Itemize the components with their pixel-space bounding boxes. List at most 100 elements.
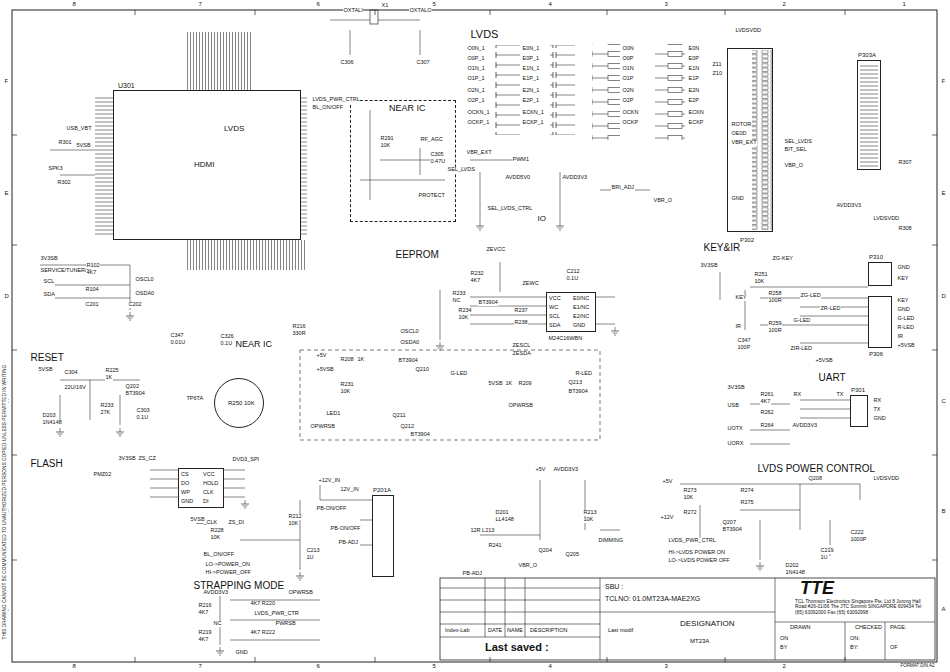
signal-label: G-LED	[450, 371, 468, 377]
signal-label: SCL	[43, 279, 55, 285]
signal-label: E2N	[688, 88, 700, 94]
signal-label: KEY&IR	[703, 243, 741, 253]
signal-label: Q205	[565, 552, 579, 558]
signal-label: AVDD3V3	[836, 203, 862, 209]
signal-label: R102	[86, 263, 100, 269]
signal-label: M24C16WBN	[548, 336, 583, 342]
zone-marker: 7	[198, 1, 202, 7]
signal-label: O1N_1	[467, 66, 485, 72]
signal-label: R231	[340, 382, 354, 388]
signal-label: R232	[470, 271, 484, 277]
signal-label: PB-ON/OFF	[330, 526, 361, 532]
signal-label: UORX	[727, 441, 744, 447]
signal-label: LVDS_PWR_CTRL	[312, 97, 360, 103]
signal-label: LVDS_PWR_CTRL	[668, 538, 716, 544]
signal-label: R275	[740, 500, 754, 506]
signal-label: E0P_1	[522, 56, 540, 62]
component-box: P303A	[857, 60, 881, 170]
signal-label: NEAR IC	[235, 340, 273, 349]
signal-label: O2N	[622, 88, 634, 94]
signal-label: LO->POWER_ON	[205, 562, 250, 568]
signal-label: BL_ON/OFF	[312, 105, 344, 111]
component-text: LVDS	[224, 125, 244, 133]
signal-label: OXTALO	[409, 8, 432, 14]
signal-label: G-LED	[793, 318, 811, 324]
signal-label: ECKN_1	[522, 110, 544, 116]
signal-label: LVDS	[470, 29, 499, 40]
component-text: ON	[780, 636, 788, 642]
component-box: P301	[850, 395, 868, 427]
signal-label: Q207	[722, 520, 736, 526]
signal-label: C303	[136, 408, 150, 414]
signal-label: OCKP_1	[467, 120, 490, 126]
signal-label: 10K	[458, 315, 469, 321]
signal-label: OCKP	[622, 120, 639, 126]
zone-marker: 4	[548, 663, 552, 669]
signal-label: HI->LVDS POWER ON	[668, 550, 726, 556]
zone-marker: F	[4, 78, 9, 84]
signal-label: O1P_1	[467, 76, 485, 82]
signal-label: UART	[818, 373, 846, 383]
signal-label: R228	[210, 528, 224, 534]
signal-label: O0P_1	[467, 56, 485, 62]
signal-label: LVDS POWER CONTROL	[757, 464, 876, 474]
signal-label: 12R L213	[470, 528, 495, 534]
signal-label: 10K	[754, 279, 765, 285]
zone-marker: E	[4, 190, 9, 196]
signal-label: AVDD3V3	[553, 467, 579, 473]
zone-marker: F	[941, 78, 946, 84]
signal-label: PMZ02	[93, 472, 112, 478]
signal-label: TP6TA	[186, 396, 204, 402]
signal-label: +5VSB	[815, 358, 833, 364]
signal-label: R264	[760, 423, 774, 429]
signal-label: 10K	[210, 535, 221, 541]
signal-label: UOTX	[727, 426, 743, 432]
signal-label: C307	[416, 60, 430, 66]
signal-label: E2P_1	[522, 98, 540, 104]
signal-label: E1P_1	[522, 76, 540, 82]
signal-label: R238	[514, 320, 528, 326]
component-name: NEAR IC	[389, 104, 426, 113]
component-text: TCLNO: 01.0MT23A-MAE2XG	[605, 595, 700, 602]
signal-label: OPWRSB	[310, 424, 335, 430]
component-name: VCC	[549, 296, 561, 302]
signal-label: E1N_1	[522, 66, 540, 72]
component-text: TCL Thomson Electronics Singapore Pte. L…	[795, 599, 930, 615]
signal-label: OPWRSB	[288, 590, 313, 596]
signal-label: 100P	[737, 345, 751, 351]
component-text: MT23A	[690, 638, 709, 644]
zone-marker: 4	[548, 1, 552, 7]
component-text: DI	[203, 499, 209, 505]
signal-label: 4K7	[760, 399, 771, 405]
component-text: OF	[890, 645, 898, 651]
signal-label: C304	[64, 370, 78, 376]
signal-label: 1K	[357, 357, 365, 363]
component-box: U301LVDSHDMI	[113, 90, 301, 240]
highlight-circle: R250 10K	[214, 378, 264, 428]
signal-label: O2N_1	[467, 88, 485, 94]
signal-label: ROTOR	[731, 122, 752, 128]
signal-label: FORMAT DIN A2	[900, 664, 935, 669]
component-box: CSDOWPGNDVCCHOLDCLKDI	[178, 468, 224, 508]
signal-label: 27K	[100, 410, 111, 416]
zone-marker: 3	[664, 1, 668, 7]
signal-label: AVDD3V3	[203, 590, 229, 596]
signal-label: G-LED	[897, 316, 915, 322]
signal-label: R308	[898, 226, 912, 232]
signal-label: 5VSB	[38, 367, 53, 373]
signal-label: 1U	[306, 555, 314, 561]
signal-label: NC	[452, 298, 461, 304]
component-text: HDMI	[194, 161, 214, 169]
signal-label: 4K7	[198, 610, 209, 616]
signal-label: 3V3SB	[40, 256, 58, 262]
signal-label: ECKN	[688, 110, 704, 116]
signal-label: OCKN_1	[467, 110, 490, 116]
signal-label: GND	[897, 265, 910, 271]
signal-label: 3V3SB	[700, 263, 718, 269]
zone-marker: 2	[782, 1, 786, 7]
signal-label: PWRSB	[275, 621, 296, 627]
signal-label: 330R	[292, 331, 306, 337]
signal-label: ZS_CZ	[138, 456, 156, 462]
signal-label: R237	[514, 308, 528, 314]
signal-label: 100R	[768, 298, 782, 304]
